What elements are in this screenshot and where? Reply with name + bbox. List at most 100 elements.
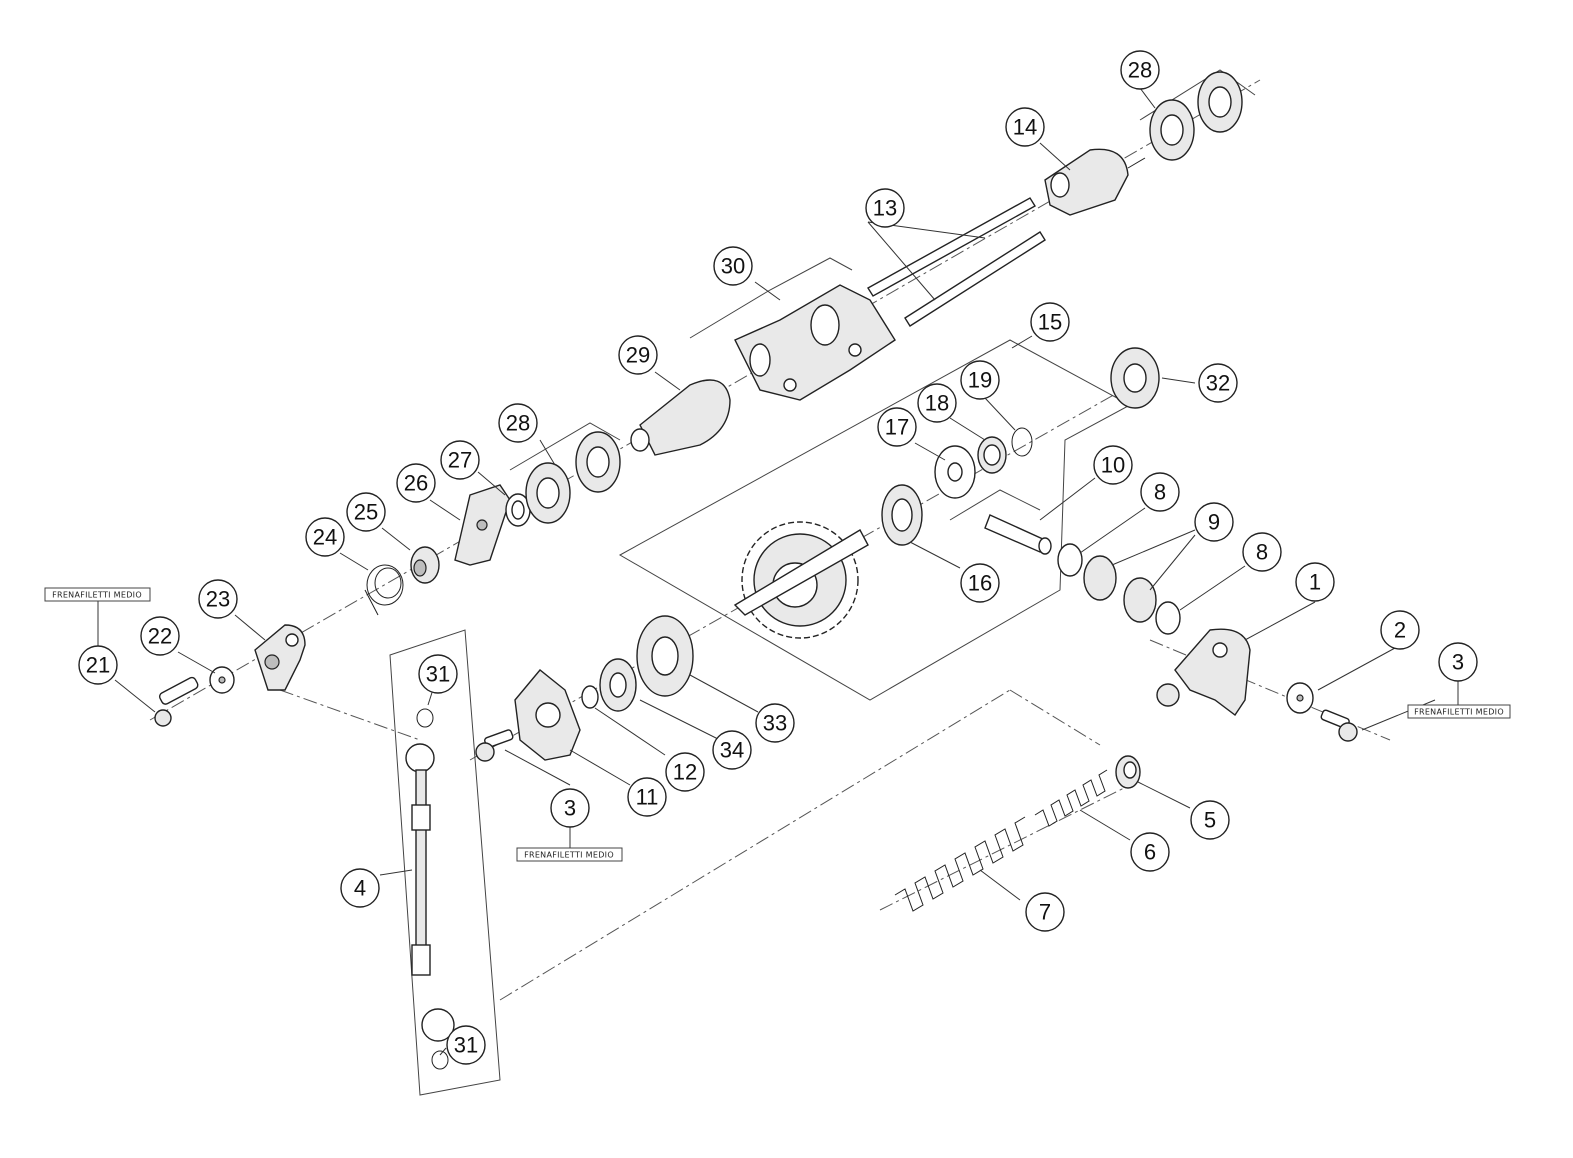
- svg-text:15: 15: [1038, 310, 1062, 335]
- part-washer-2: [1286, 682, 1314, 714]
- part-label-14: 14: [1005, 107, 1045, 147]
- svg-text:8: 8: [1256, 540, 1268, 565]
- part-label-3-left: 3: [550, 788, 590, 828]
- part-label-18: 18: [917, 383, 957, 423]
- part-label-7: 7: [1025, 892, 1065, 932]
- part-washer-17: [934, 445, 976, 499]
- svg-text:24: 24: [313, 525, 337, 550]
- part-bolt-3-right: [1320, 709, 1358, 742]
- svg-text:21: 21: [86, 653, 110, 678]
- part-gear-shaft: [733, 521, 869, 639]
- part-label-5: 5: [1190, 800, 1230, 840]
- part-label-16: 16: [960, 563, 1000, 603]
- part-shaft-29: [630, 379, 731, 456]
- part-label-23: 23: [198, 579, 238, 619]
- svg-text:28: 28: [506, 411, 530, 436]
- part-label-30: 30: [713, 246, 753, 286]
- svg-text:3: 3: [1452, 650, 1464, 675]
- part-ring-19: [1011, 427, 1033, 457]
- part-bearing-28b: [1149, 71, 1243, 161]
- svg-text:6: 6: [1144, 840, 1156, 865]
- part-spring-24: [364, 564, 404, 616]
- svg-text:33: 33: [763, 711, 787, 736]
- part-label-17: 17: [877, 407, 917, 447]
- part-label-19: 19: [960, 360, 1000, 400]
- part-bearing-34: [599, 658, 637, 712]
- part-label-32: 32: [1198, 363, 1238, 403]
- svg-text:3: 3: [564, 796, 576, 821]
- svg-text:31: 31: [426, 662, 450, 687]
- threadlocker-note-left: FRENAFILETTI MEDIO: [44, 587, 151, 602]
- part-lever-1: [1156, 628, 1251, 717]
- svg-text:32: 32: [1206, 371, 1230, 396]
- svg-text:13: 13: [873, 196, 897, 221]
- part-label-29: 29: [618, 335, 658, 375]
- part-ring-12: [581, 685, 599, 709]
- svg-text:27: 27: [448, 448, 472, 473]
- svg-text:31: 31: [454, 1033, 478, 1058]
- part-bearing-32: [1110, 347, 1160, 409]
- part-washers-8: [1057, 543, 1181, 635]
- part-spring-7: [894, 816, 1026, 912]
- part-label-3-right: 3: [1438, 642, 1478, 682]
- svg-text:14: 14: [1013, 115, 1037, 140]
- part-label-31-bottom: 31: [446, 1025, 486, 1065]
- part-cap-5: [1115, 755, 1141, 789]
- svg-text:8: 8: [1154, 480, 1166, 505]
- svg-text:FRENAFILETTI MEDIO: FRENAFILETTI MEDIO: [524, 851, 614, 860]
- part-shaft-10: [984, 514, 1052, 555]
- group-frames: [389, 69, 1256, 1096]
- part-label-8-upper: 8: [1140, 472, 1180, 512]
- svg-text:4: 4: [354, 876, 366, 901]
- svg-text:23: 23: [206, 587, 230, 612]
- part-label-12: 12: [665, 752, 705, 792]
- part-label-22: 22: [140, 616, 180, 656]
- svg-text:19: 19: [968, 368, 992, 393]
- part-spring-6: [1034, 769, 1108, 827]
- svg-text:17: 17: [885, 415, 909, 440]
- part-fork-30: [734, 284, 896, 401]
- svg-text:18: 18: [925, 391, 949, 416]
- part-thrust-bearing-16: [881, 484, 923, 546]
- part-clips-31: [416, 708, 449, 1070]
- part-rods-13: [867, 197, 1046, 327]
- part-cam-26: [454, 484, 511, 566]
- part-label-24: 24: [305, 517, 345, 557]
- svg-text:1: 1: [1309, 570, 1321, 595]
- part-bushing-18: [977, 436, 1007, 474]
- part-bolt-3-left: [475, 729, 514, 762]
- svg-text:12: 12: [673, 760, 697, 785]
- svg-text:28: 28: [1128, 58, 1152, 83]
- part-washer-22: [209, 666, 235, 694]
- svg-text:30: 30: [721, 254, 745, 279]
- part-label-10: 10: [1093, 445, 1133, 485]
- part-label-33: 33: [755, 703, 795, 743]
- threadlocker-note-right: FRENAFILETTI MEDIO: [1407, 704, 1511, 719]
- threadlocker-note-bottom: FRENAFILETTI MEDIO: [516, 847, 623, 862]
- svg-text:22: 22: [148, 624, 172, 649]
- svg-text:FRENAFILETTI MEDIO: FRENAFILETTI MEDIO: [52, 591, 142, 600]
- part-impeller-11: [514, 669, 581, 761]
- svg-text:26: 26: [404, 471, 428, 496]
- part-label-6: 6: [1130, 832, 1170, 872]
- part-label-4: 4: [340, 868, 380, 908]
- part-linkage-rod-4: [405, 743, 455, 1042]
- part-bearing-33: [636, 615, 694, 697]
- part-label-11: 11: [627, 777, 667, 817]
- part-label-34: 34: [712, 730, 752, 770]
- svg-text:34: 34: [720, 738, 744, 763]
- part-label-15: 15: [1030, 302, 1070, 342]
- svg-text:10: 10: [1101, 453, 1125, 478]
- part-label-13: 13: [865, 188, 905, 228]
- part-label-1: 1: [1295, 562, 1335, 602]
- part-ring-27: [505, 493, 531, 527]
- part-bolt-21: [154, 676, 199, 727]
- part-label-2: 2: [1380, 610, 1420, 650]
- part-label-27: 27: [440, 440, 480, 480]
- part-bearing-28a: [525, 431, 621, 524]
- part-label-28-right: 28: [1120, 50, 1160, 90]
- svg-text:7: 7: [1039, 900, 1051, 925]
- part-fork-14: [1044, 148, 1146, 216]
- part-label-21: 21: [78, 645, 118, 685]
- part-label-26: 26: [396, 463, 436, 503]
